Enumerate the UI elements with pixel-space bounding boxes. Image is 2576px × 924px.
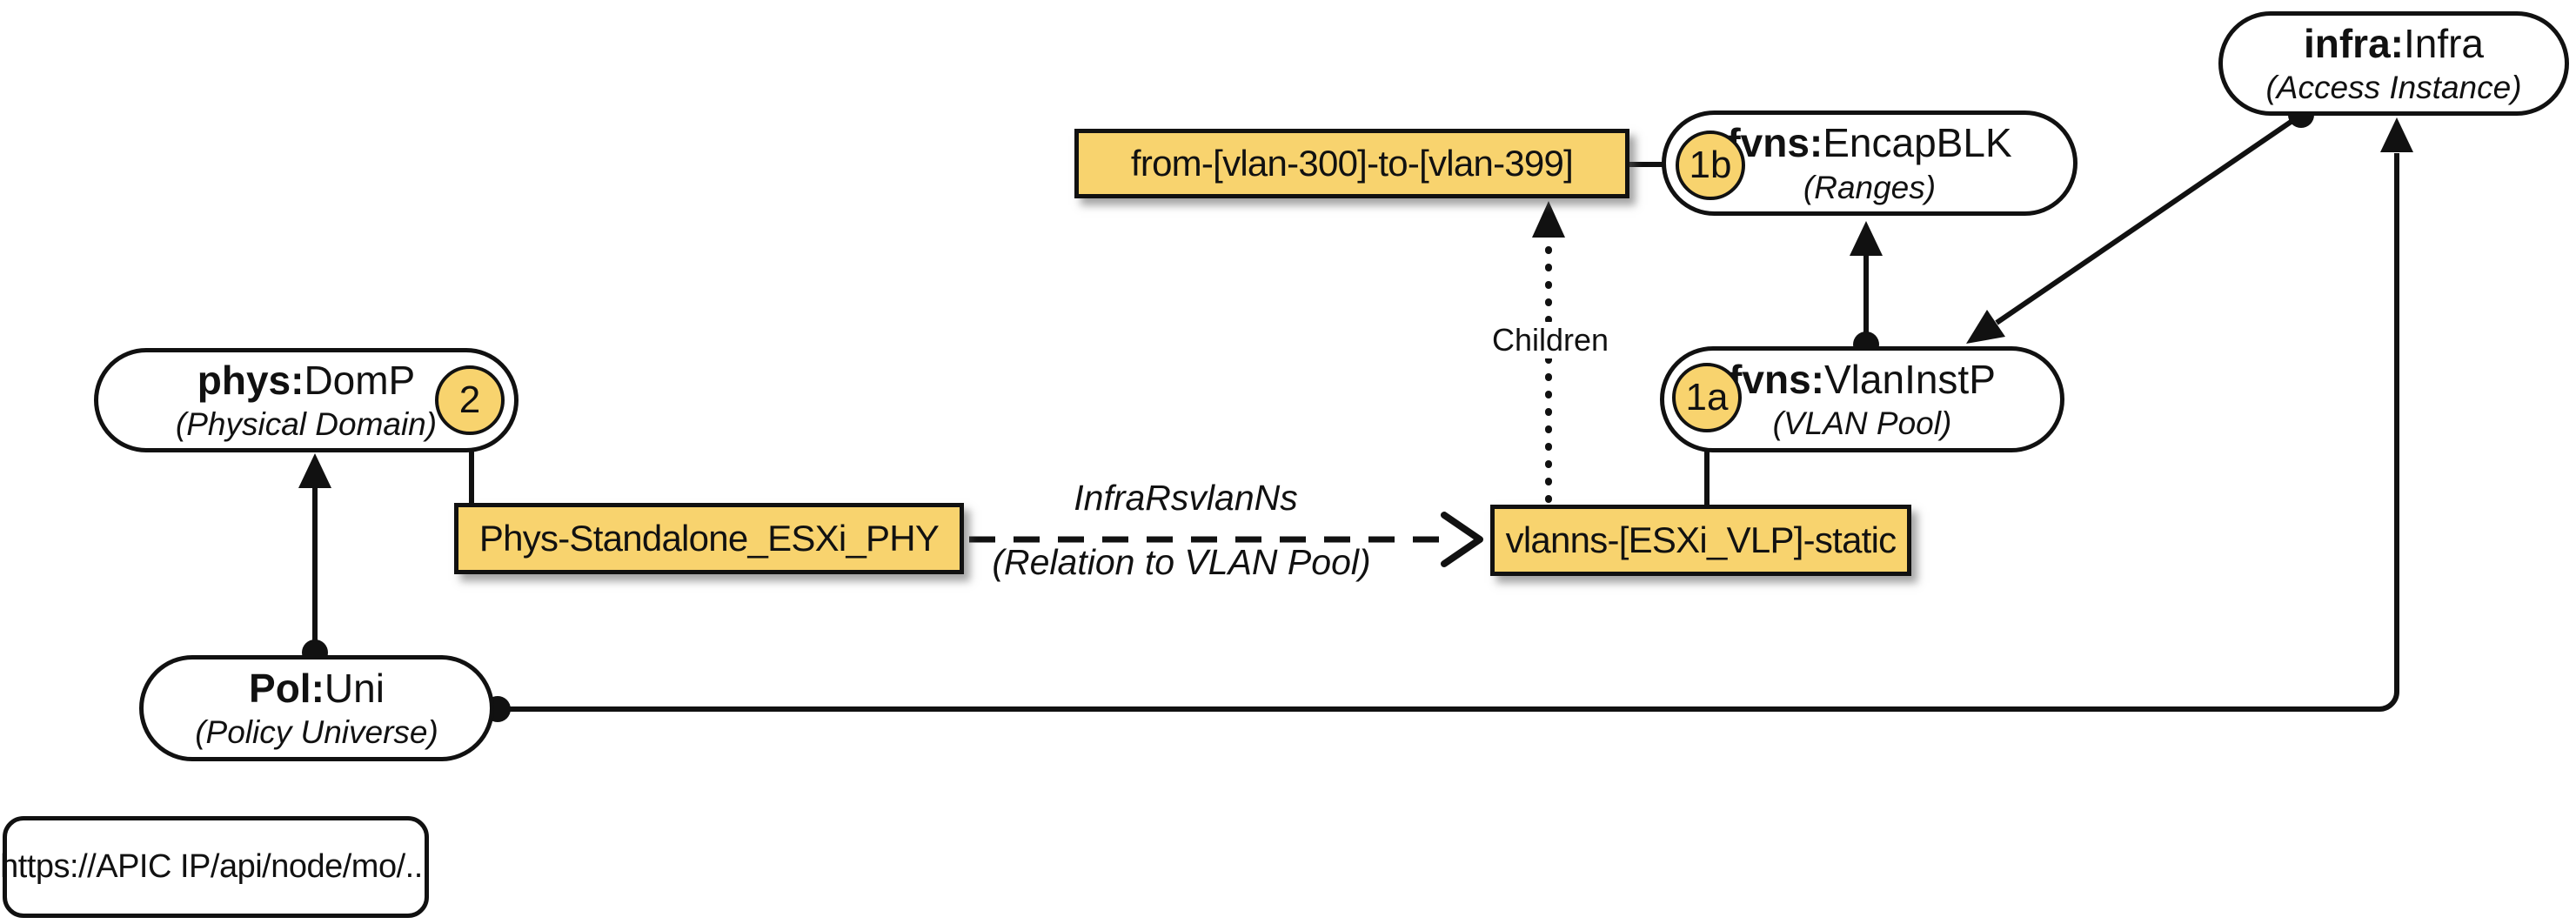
node-vlaninstp-subtitle: (VLAN Pool) bbox=[1772, 405, 1952, 442]
label-relation-name: InfraRsvlanNs bbox=[1074, 478, 1298, 518]
node-infra: infra:Infra (Access Instance) bbox=[2218, 11, 2569, 116]
node-physdomp-subtitle: (Physical Domain) bbox=[175, 406, 438, 443]
arrowhead-up-infra-icon bbox=[2380, 117, 2413, 152]
arrowhead-up-physdomp-icon bbox=[298, 453, 331, 488]
arrowhead-open-relation-icon bbox=[1441, 512, 1483, 567]
label-relation-desc: (Relation to VLAN Pool) bbox=[992, 542, 1371, 582]
node-infra-title: infra:Infra bbox=[2303, 20, 2485, 66]
node-encapblk-title: fvns:EncapBLK bbox=[1727, 120, 2012, 166]
mo-box-vlan-pool: vlanns-[ESXi_VLP]-static bbox=[1490, 505, 1911, 576]
node-vlaninstp: fvns:VlanInstP (VLAN Pool) bbox=[1660, 346, 2064, 452]
arrowhead-diagonal-vlaninstp-icon bbox=[1966, 310, 2005, 344]
arrowhead-up-encapblk-icon bbox=[1850, 221, 1883, 256]
badge-step-2: 2 bbox=[435, 365, 505, 435]
node-poluni-title: Pol:Uni bbox=[249, 665, 385, 711]
node-api-url: https://APIC IP/api/node/mo/... bbox=[0, 816, 432, 918]
api-url-text: https://APIC IP/api/node/mo/... bbox=[0, 848, 432, 886]
node-infra-subtitle: (Access Instance) bbox=[2265, 70, 2522, 106]
node-physdomp-title: phys:DomP bbox=[197, 357, 416, 403]
mo-box-phys-domain: Phys-Standalone_ESXi_PHY bbox=[454, 503, 964, 574]
node-poluni: Pol:Uni (Policy Universe) bbox=[139, 655, 494, 761]
label-children: Children bbox=[1484, 322, 1616, 358]
node-encapblk-subtitle: (Ranges) bbox=[1803, 169, 1937, 205]
node-poluni-subtitle: (Policy Universe) bbox=[195, 714, 438, 751]
badge-step-1a: 1a bbox=[1672, 363, 1742, 432]
badge-step-1b: 1b bbox=[1676, 131, 1745, 200]
mo-box-encap-range: from-[vlan-300]-to-[vlan-399] bbox=[1074, 129, 1629, 198]
edge-infra-to-vlaninstp bbox=[1995, 112, 2303, 325]
arrowhead-up-encaprange-icon bbox=[1532, 201, 1565, 238]
node-vlaninstp-title: fvns:VlanInstP bbox=[1729, 356, 1996, 402]
edge-poluni-to-infra bbox=[498, 153, 2399, 712]
